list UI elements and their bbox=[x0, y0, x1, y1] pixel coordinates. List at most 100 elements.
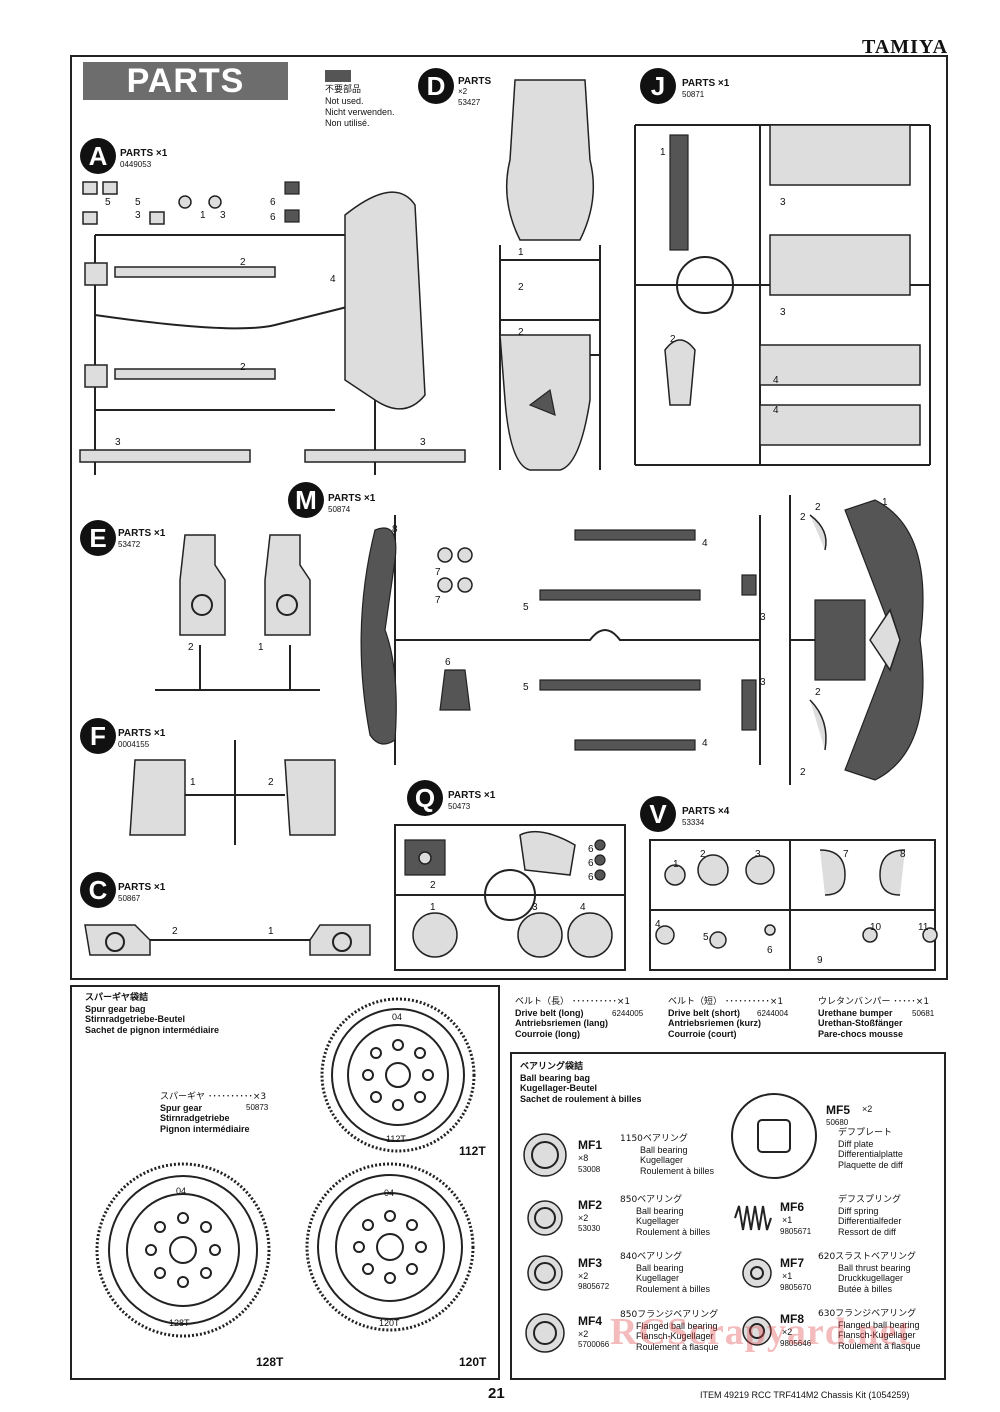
tree-j-badge: J bbox=[640, 68, 676, 104]
mf2-jp: 850ベアリング bbox=[620, 1195, 683, 1205]
tree-m-badge: M bbox=[288, 482, 324, 518]
tree-m-num: 5 bbox=[523, 682, 529, 693]
bumper-de: Urethan-Stoßfänger bbox=[818, 1018, 903, 1028]
mf6-desc: デフスプリング Diff spring Differentialfeder Re… bbox=[838, 1195, 901, 1237]
tree-v-num: 4 bbox=[655, 919, 661, 930]
mf7-jp: 620スラストベアリング bbox=[818, 1252, 916, 1262]
bumper-sprue: 2 2 1 2 2 bbox=[789, 495, 924, 785]
tree-q-num: 1 bbox=[430, 902, 436, 913]
tree-a-code: 0449053 bbox=[120, 160, 152, 169]
parts-banner: PARTS bbox=[83, 62, 288, 100]
tree-d-sprue: 1 2 2 bbox=[499, 79, 601, 471]
bearing-mf2-icon bbox=[527, 1200, 563, 1236]
tree-d-num: 2 bbox=[518, 282, 524, 293]
mf8-id: MF8 bbox=[780, 1312, 804, 1326]
mf6-de: Differentialfeder bbox=[838, 1216, 902, 1226]
tree-v-num: 5 bbox=[703, 932, 709, 943]
tree-v-badge: V bbox=[640, 796, 676, 832]
spur-bag-title-fr: Sachet de pignon intermédiaire bbox=[85, 1024, 220, 1035]
bearing-bag-title-en: Ball bearing bag bbox=[520, 1072, 591, 1083]
mf8-en: Flanged ball bearing bbox=[838, 1319, 920, 1330]
mf7-en: Ball thrust bearing bbox=[838, 1262, 911, 1273]
page-number: 21 bbox=[488, 1385, 505, 1402]
mf6-qty: ×1 bbox=[782, 1215, 793, 1225]
belt-short-fr: Courroie (court) bbox=[668, 1028, 737, 1039]
tree-j-title: PARTS ×1 bbox=[682, 78, 730, 89]
spur-gear-bag-frame bbox=[70, 985, 500, 1380]
tree-v-code: 53334 bbox=[682, 818, 705, 827]
mf3-qty: ×2 bbox=[578, 1271, 589, 1281]
gear-128t-mark: 04 bbox=[176, 1186, 187, 1196]
tree-q-num: 6 bbox=[588, 844, 594, 855]
tree-a-badge: A bbox=[80, 138, 116, 174]
belt-long-code: 6244005 bbox=[612, 1009, 644, 1018]
tree-a-num: 3 bbox=[420, 437, 426, 448]
mf4-jp: 850フランジベアリング bbox=[620, 1310, 719, 1320]
tree-c-badge: C bbox=[80, 872, 116, 908]
spur-gear-de: Stirnradgetriebe bbox=[160, 1113, 230, 1123]
tree-q-num: 4 bbox=[580, 902, 586, 913]
mf4-en: Flanged ball bearing bbox=[636, 1320, 718, 1331]
bearing-mf1-icon bbox=[523, 1133, 567, 1177]
tree-c-code: 50867 bbox=[118, 894, 141, 903]
mf2-desc: 850ベアリング Ball bearing Kugellager Rouleme… bbox=[620, 1195, 710, 1237]
bumper-num: 2 bbox=[815, 502, 821, 513]
brand-logo: TAMIYA bbox=[862, 36, 949, 58]
mf6-code: 9805671 bbox=[780, 1227, 812, 1236]
mf7-desc: 620スラストベアリング Ball thrust bearing Druckku… bbox=[818, 1252, 916, 1294]
tree-m-num: 8 bbox=[392, 524, 398, 535]
tree-j-sprue: 1 3 3 2 4 4 bbox=[634, 124, 931, 466]
mf5-de: Differentialplatte bbox=[838, 1149, 903, 1159]
bearing-bag-title-jp: ベアリング袋詰 bbox=[520, 1062, 584, 1072]
tree-q-num: 6 bbox=[588, 858, 594, 869]
mf5-fr: Plaquette de diff bbox=[838, 1159, 903, 1170]
diff-plate-mf5-icon bbox=[731, 1093, 817, 1179]
tree-a-num: 3 bbox=[220, 210, 226, 221]
bumper-jp: ウレタンバンパー ･････×1 bbox=[818, 997, 930, 1007]
tree-v-num: 3 bbox=[755, 849, 761, 860]
tree-a-num: 2 bbox=[240, 362, 246, 373]
tree-j-num: 3 bbox=[780, 197, 786, 208]
tree-a-num: 6 bbox=[270, 197, 276, 208]
tree-m-num: 7 bbox=[435, 567, 441, 578]
mf8-qty: ×2 bbox=[782, 1327, 793, 1337]
tree-d-qty: ×2 bbox=[458, 87, 468, 96]
tree-d-num: 2 bbox=[518, 327, 524, 338]
tree-f-badge: F bbox=[80, 718, 116, 754]
legend-jp: 不要部品 bbox=[325, 85, 362, 95]
tree-c-sprue: 2 1 bbox=[84, 924, 371, 956]
tree-f-sprue: 1 2 bbox=[129, 740, 336, 845]
tree-a-num: 3 bbox=[135, 210, 141, 221]
tree-m-sprue: 8 7 7 5 6 5 4 4 3 3 bbox=[360, 515, 766, 765]
mf7-code: 9805670 bbox=[780, 1283, 812, 1292]
spur-bag-title-en: Spur gear bag bbox=[85, 1003, 146, 1014]
mf4-code: 5700066 bbox=[578, 1340, 610, 1349]
thrust-bearing-mf7-icon bbox=[742, 1258, 772, 1288]
tree-v-sprue: 1 2 3 7 8 4 5 6 9 10 11 bbox=[649, 839, 938, 971]
mf4-desc: 850フランジベアリング Flanged ball bearing Flansc… bbox=[620, 1310, 719, 1352]
mf8-jp: 630フランジベアリング bbox=[818, 1309, 917, 1319]
mf5-code: 50680 bbox=[826, 1118, 849, 1127]
bumper-en: Urethane bumper bbox=[818, 1007, 893, 1018]
spur-bag-title-de: Stirnradgetriebe-Beutel bbox=[85, 1014, 186, 1024]
tree-v-title: PARTS ×4 bbox=[682, 806, 730, 817]
tree-q-num: 3 bbox=[532, 902, 538, 913]
bearing-mf4-icon bbox=[525, 1313, 565, 1353]
tree-v-num: 11 bbox=[918, 922, 929, 933]
mf3-jp: 840ベアリング bbox=[620, 1252, 683, 1262]
spur-gear-128t bbox=[95, 1162, 271, 1338]
tree-a-num: 3 bbox=[115, 437, 121, 448]
belt-short-en: Drive belt (short) bbox=[668, 1007, 741, 1018]
belt-short-jp: ベルト（短） ･･････････×1 bbox=[668, 997, 784, 1007]
tree-f-title: PARTS ×1 bbox=[118, 728, 166, 739]
gear-128t-label: 128T bbox=[256, 1355, 284, 1369]
tree-d-code: 53427 bbox=[458, 98, 481, 107]
tree-j-num: 1 bbox=[660, 147, 666, 158]
spur-gear-en: Spur gear bbox=[160, 1102, 203, 1113]
mf5-qty: ×2 bbox=[862, 1104, 873, 1114]
mf1-jp: 1150ベアリング bbox=[620, 1134, 688, 1144]
mf1-de: Kugellager bbox=[640, 1155, 684, 1165]
mf4-qty: ×2 bbox=[578, 1329, 589, 1339]
not-used-legend: 不要部品 Not used. Nicht verwenden. Non util… bbox=[325, 70, 395, 129]
spur-gear-120t bbox=[305, 1162, 475, 1332]
